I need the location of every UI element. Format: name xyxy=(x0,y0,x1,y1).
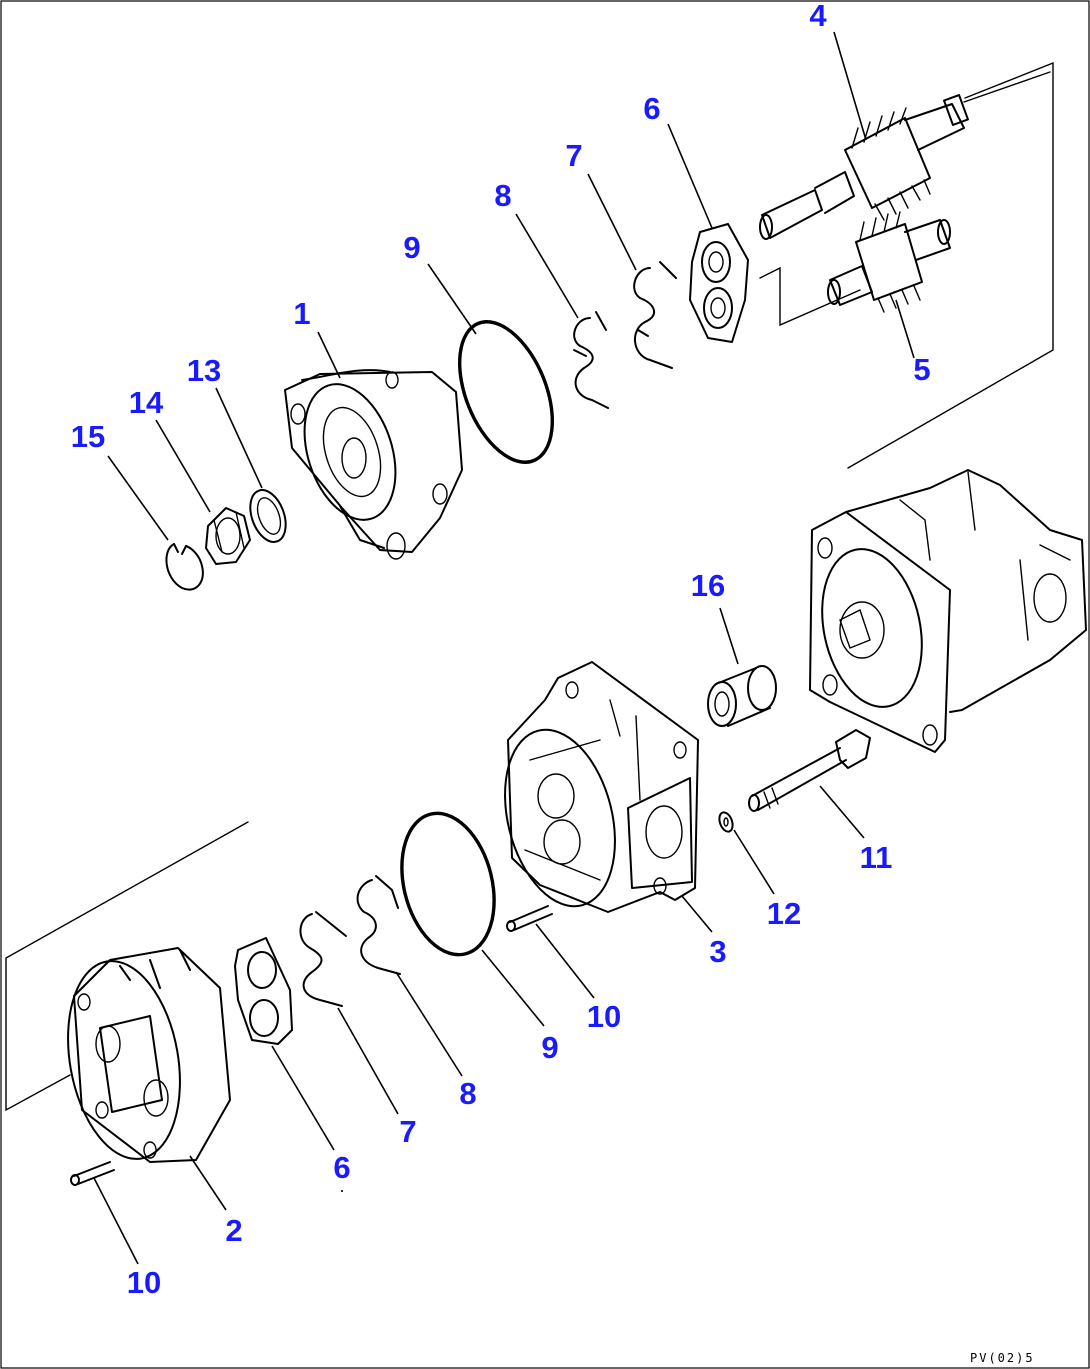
leader-lines xyxy=(93,31,915,1265)
part-7-seal-lower xyxy=(299,911,347,1007)
assembly-boundary-lower xyxy=(5,821,249,1112)
part-3-pump-body xyxy=(504,661,699,913)
callout-10-left: 10 xyxy=(127,1265,161,1300)
part-10-dowel-pin-left xyxy=(70,1161,115,1186)
callout-13: 13 xyxy=(187,353,221,388)
part-5-driven-gear-shaft xyxy=(827,211,951,313)
part-6-bushing-plate-upper xyxy=(689,223,749,343)
callout-1: 1 xyxy=(293,296,310,331)
callout-7-upper: 7 xyxy=(565,138,582,173)
callout-4: 4 xyxy=(809,0,827,33)
callout-7-lower: 7 xyxy=(399,1114,416,1149)
callout-2: 2 xyxy=(225,1213,242,1248)
part-15-snap-ring xyxy=(165,543,204,591)
part-2-front-housing xyxy=(67,947,231,1163)
callout-6-lower: 6 xyxy=(333,1150,350,1185)
part-8-seal-lower xyxy=(356,875,401,975)
assembly-boundary-upper xyxy=(847,61,1054,469)
part-8-seal-upper xyxy=(573,311,609,409)
part-1-front-cover xyxy=(284,369,463,560)
part-4-drive-gear-shaft xyxy=(759,94,969,240)
shaft-axis-line xyxy=(963,71,1051,103)
callout-16: 16 xyxy=(691,568,725,603)
callout-9-lower: 9 xyxy=(541,1030,558,1065)
part-14-nut xyxy=(205,507,251,565)
callout-10-right: 10 xyxy=(587,999,621,1034)
part-10-dowel-pin-right xyxy=(506,905,553,932)
callout-15: 15 xyxy=(71,419,105,454)
rear-pump-section xyxy=(809,469,1087,753)
part-16-collar xyxy=(707,665,777,727)
part-11-bolt xyxy=(748,729,871,812)
part-13-washer xyxy=(249,489,287,543)
callout-9-upper: 9 xyxy=(403,230,420,265)
callout-11: 11 xyxy=(860,840,893,875)
callout-6-upper: 6 xyxy=(643,91,660,126)
callout-12: 12 xyxy=(767,896,801,931)
callout-3: 3 xyxy=(709,934,726,969)
callout-14: 14 xyxy=(129,385,164,420)
part-9-o-ring-upper xyxy=(457,320,555,464)
callout-8-lower: 8 xyxy=(459,1076,476,1111)
part-12-washer xyxy=(718,811,734,833)
part-6-bushing-plate-lower xyxy=(234,937,293,1045)
callout-5: 5 xyxy=(913,352,930,387)
part-7-seal-upper xyxy=(633,261,677,369)
drawing-code: PV(02)5 xyxy=(970,1351,1035,1365)
gear-bracket-line xyxy=(759,266,861,327)
part-9-o-ring-lower xyxy=(400,811,496,957)
callout-8-upper: 8 xyxy=(494,178,511,213)
callout-numbers: 4 6 7 8 9 1 5 13 14 15 16 11 12 3 10 9 8… xyxy=(71,0,931,1300)
